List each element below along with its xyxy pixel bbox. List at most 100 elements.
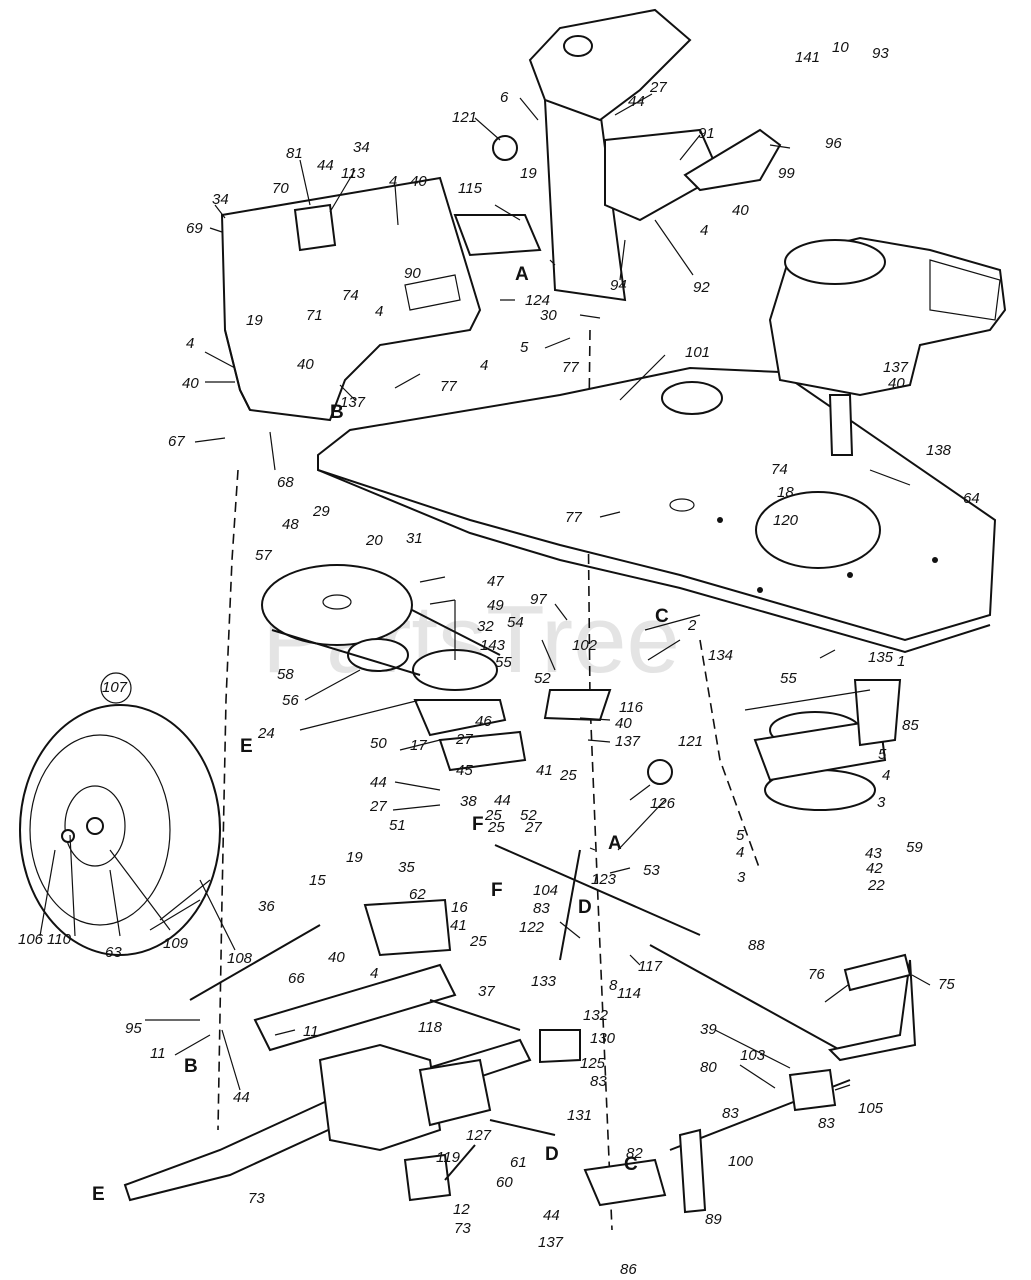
part-label: 116 bbox=[619, 699, 644, 716]
part-label: 27 bbox=[649, 79, 667, 96]
part-label: 10 bbox=[832, 39, 849, 56]
part-label: 40 bbox=[888, 375, 905, 392]
part-label: 11 bbox=[150, 1045, 166, 1062]
leader bbox=[194, 431, 911, 518]
part-label: 19 bbox=[246, 312, 263, 329]
part-label: 34 bbox=[353, 139, 370, 156]
leader bbox=[559, 921, 931, 1003]
pulleys-and-belt bbox=[261, 564, 673, 785]
leader bbox=[419, 576, 568, 671]
part-label: 80 bbox=[700, 1059, 717, 1076]
part-label: 36 bbox=[258, 898, 275, 915]
frame-rivet bbox=[932, 557, 938, 563]
reference-line-right bbox=[699, 639, 761, 871]
part-label: 106 bbox=[18, 931, 44, 948]
part-label: 131 bbox=[567, 1107, 592, 1124]
reference-letter: F bbox=[472, 814, 484, 835]
rod-53 bbox=[494, 844, 701, 936]
part-label: 125 bbox=[580, 1055, 606, 1072]
part-label: 77 bbox=[562, 359, 579, 376]
reference-letter: D bbox=[545, 1144, 559, 1165]
part-label: 49 bbox=[487, 597, 504, 614]
part-label: 55 bbox=[495, 654, 512, 671]
part-label: 45 bbox=[456, 762, 473, 779]
lever-89 bbox=[678, 1128, 707, 1214]
part-label: 18 bbox=[777, 484, 794, 501]
circled-label-ring bbox=[100, 672, 132, 704]
part-label: 96 bbox=[825, 135, 842, 152]
part-label: 5 bbox=[520, 339, 529, 356]
pulley-57-hub bbox=[322, 594, 352, 610]
part-label: 54 bbox=[507, 614, 524, 631]
part-label: 4 bbox=[480, 357, 488, 374]
part-label: 12 bbox=[453, 1201, 470, 1218]
part-label: 83 bbox=[818, 1115, 835, 1132]
part-label: 66 bbox=[288, 970, 305, 987]
part-label: 19 bbox=[346, 849, 363, 866]
part-label: 118 bbox=[418, 1019, 443, 1036]
part-label: 114 bbox=[617, 985, 641, 1002]
part-label: 42 bbox=[866, 860, 883, 877]
bracket-1 bbox=[853, 679, 902, 747]
part-label: 62 bbox=[409, 886, 426, 903]
part-label: 47 bbox=[487, 573, 504, 590]
part-label: 64 bbox=[963, 490, 980, 507]
part-label: 4 bbox=[736, 844, 744, 861]
part-label: 93 bbox=[872, 45, 889, 62]
part-label: 75 bbox=[938, 976, 955, 993]
part-label: 31 bbox=[406, 530, 423, 547]
part-label: 51 bbox=[389, 817, 406, 834]
quadrant-plate bbox=[604, 128, 722, 222]
spring-37 bbox=[429, 999, 521, 1031]
part-label: 86 bbox=[620, 1261, 637, 1278]
leader bbox=[589, 784, 651, 874]
part-label: 99 bbox=[778, 165, 795, 182]
part-label: 4 bbox=[882, 767, 890, 784]
part-label: 4 bbox=[375, 303, 383, 320]
engine-pulley-assembly bbox=[744, 679, 902, 811]
part-label: 137 bbox=[883, 359, 909, 376]
part-label: 113 bbox=[341, 165, 366, 182]
rim-inner bbox=[64, 785, 126, 867]
part-label: 40 bbox=[182, 375, 199, 392]
part-label: 67 bbox=[168, 433, 185, 450]
part-label: 102 bbox=[572, 637, 598, 654]
reference-letter: C bbox=[655, 606, 669, 627]
leader bbox=[204, 351, 421, 401]
leader bbox=[299, 669, 441, 751]
engine-shaft bbox=[828, 394, 854, 456]
reference-letter: B bbox=[330, 402, 344, 423]
part-label: 59 bbox=[906, 839, 923, 856]
part-label: 77 bbox=[440, 378, 457, 395]
part-label: 135 bbox=[868, 649, 894, 666]
rod-123 bbox=[559, 849, 581, 961]
part-label: 83 bbox=[533, 900, 550, 917]
part-label: 44 bbox=[317, 157, 334, 174]
part-label: 44 bbox=[494, 792, 511, 809]
idler-bracket bbox=[413, 699, 507, 737]
bracket-82 bbox=[583, 1158, 667, 1207]
rod-88 bbox=[649, 944, 841, 1051]
part-label: 25 bbox=[559, 767, 577, 784]
frame-lower-edge bbox=[317, 469, 991, 654]
rods-and-pedal bbox=[494, 799, 917, 1214]
part-label: 24 bbox=[257, 725, 275, 742]
part-label: 35 bbox=[398, 859, 415, 876]
part-label: 95 bbox=[125, 1020, 142, 1037]
part-label: 137 bbox=[340, 394, 366, 411]
engine bbox=[768, 236, 1007, 456]
part-label: 101 bbox=[685, 344, 710, 361]
plate-66 bbox=[253, 963, 457, 1052]
part-label: 94 bbox=[610, 277, 627, 294]
part-label: 105 bbox=[858, 1100, 884, 1117]
part-label: 107 bbox=[102, 679, 128, 696]
part-label: 39 bbox=[700, 1021, 717, 1038]
leader bbox=[500, 299, 666, 401]
part-label: 46 bbox=[475, 713, 492, 730]
wheel-hub bbox=[86, 817, 104, 835]
part-label: 20 bbox=[365, 532, 383, 549]
part-label: 83 bbox=[590, 1073, 607, 1090]
part-label: 92 bbox=[693, 279, 710, 296]
leader bbox=[145, 1019, 296, 1091]
leader bbox=[494, 204, 694, 281]
